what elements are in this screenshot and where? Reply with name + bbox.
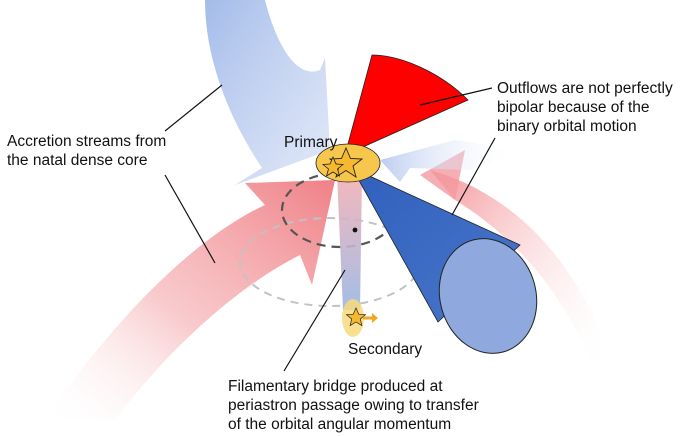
- star-icon: [321, 155, 345, 177]
- leader-accretion-red: [164, 174, 216, 264]
- filamentary-bridge: [337, 175, 362, 310]
- filament-label-line: periastron passage owing to transfer: [228, 397, 479, 414]
- secondary-label: Secondary: [348, 341, 423, 358]
- accretion-label-line: Accretion streams from: [7, 133, 167, 150]
- star-icon: [345, 307, 367, 327]
- leader-outflow-blue: [451, 137, 496, 216]
- outflows-label: Outflows are not perfectly bipolar becau…: [497, 79, 673, 136]
- red-outflow-lobe: [344, 54, 469, 156]
- filament-label-line: Filamentary bridge produced at: [228, 378, 443, 395]
- filament-label: Filamentary bridge produced at periastro…: [228, 377, 479, 434]
- center-of-mass-dot: [352, 227, 358, 233]
- accretion-label-line: the natal dense core: [7, 152, 148, 169]
- red-accretion-stream: [45, 180, 335, 420]
- outflows-label-line: bipolar because of the: [497, 99, 650, 116]
- leader-filament: [283, 269, 346, 372]
- red-trailing-arc: [430, 170, 600, 385]
- outflows-label-line: Outflows are not perfectly: [497, 80, 673, 97]
- blue-outflow-cone-end: [438, 238, 538, 354]
- leader-outflow-red: [419, 87, 493, 106]
- blue-accretion-stream: [205, 0, 330, 185]
- right-blue-stream: [380, 140, 520, 182]
- outflows-label-line: binary orbital motion: [497, 118, 637, 135]
- leader-accretion-blue: [164, 84, 223, 132]
- primary-label: Primary: [284, 134, 338, 151]
- secondary-arrowhead: [372, 313, 378, 323]
- filament-label-line: of the orbital angular momentum: [228, 416, 452, 433]
- accretion-label: Accretion streams from the natal dense c…: [7, 132, 166, 170]
